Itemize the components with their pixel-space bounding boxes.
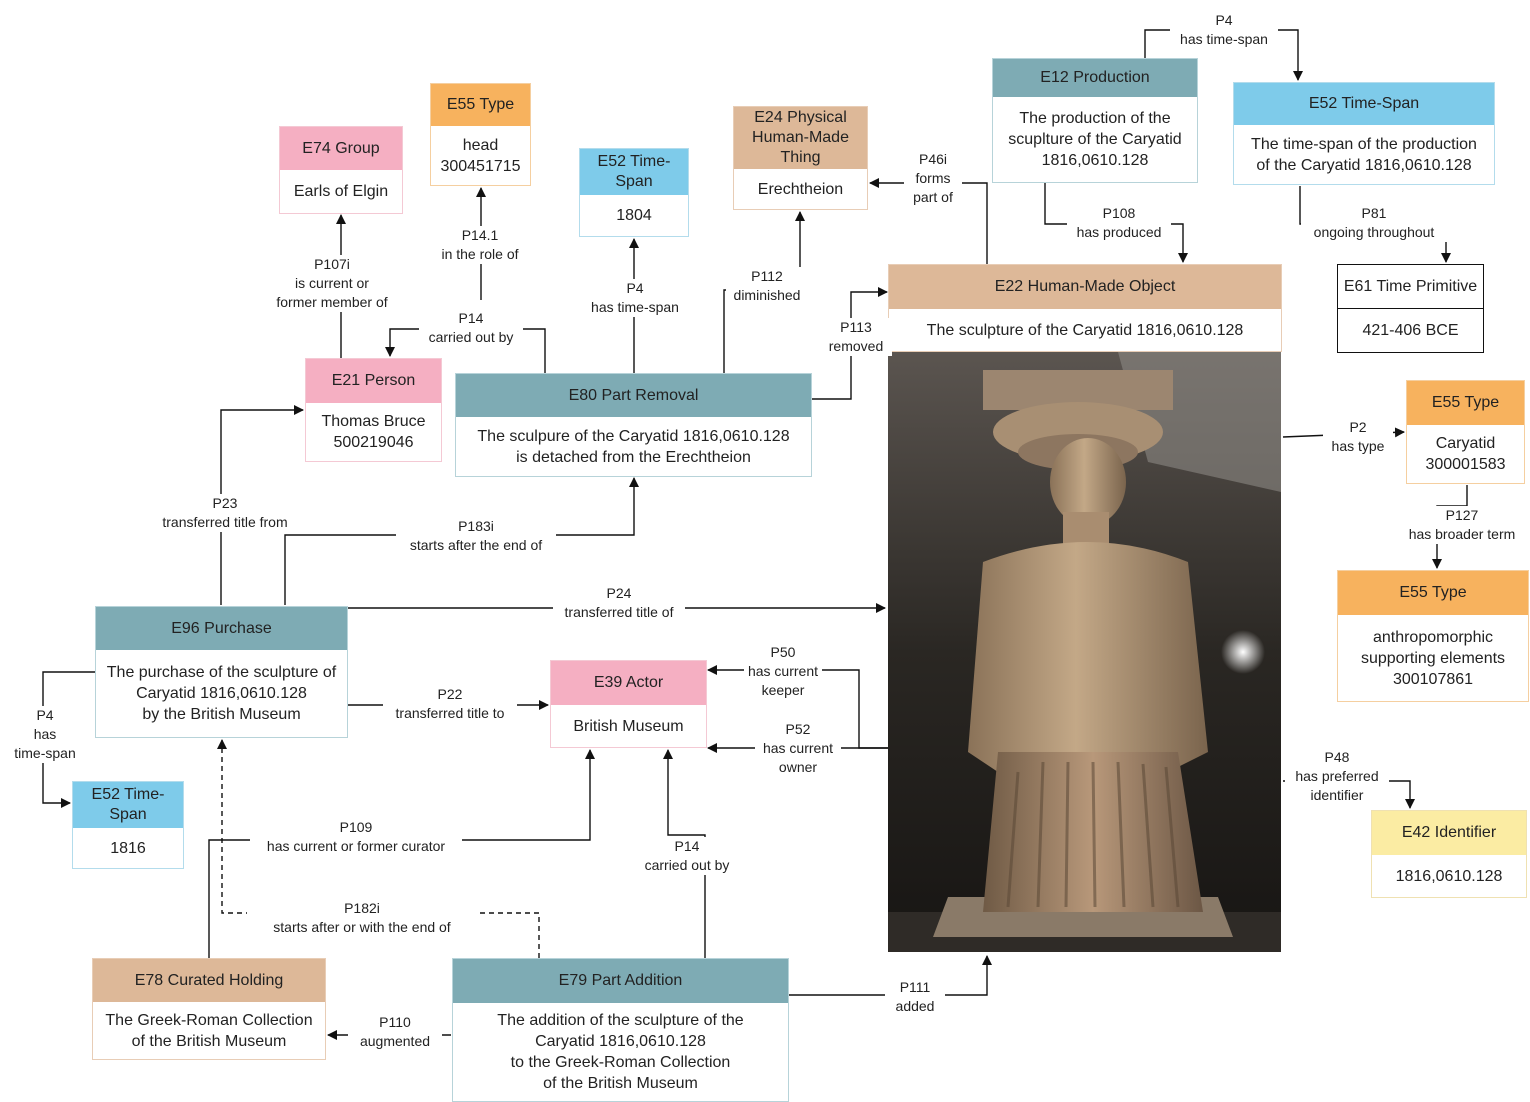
node-e52-time-span-1816: E52 Time- Span 1816 bbox=[72, 781, 184, 869]
node-type: E52 Time- Span bbox=[580, 149, 688, 195]
node-e52-time-span-1804: E52 Time- Span 1804 bbox=[579, 148, 689, 237]
edge-label-p110: P110 augmented bbox=[348, 1013, 442, 1051]
edge-label-p4-production: P4 has time-span bbox=[1170, 11, 1278, 49]
node-type: E55 Type bbox=[431, 84, 530, 126]
node-text: Earls of Elgin bbox=[293, 183, 389, 200]
edge-label-p113: P113 removed bbox=[820, 318, 892, 356]
node-e21-person: E21 Person Thomas Bruce 500219046 bbox=[305, 358, 442, 462]
node-text: head 300451715 bbox=[440, 136, 521, 175]
node-type: E12 Production bbox=[993, 59, 1197, 97]
edge-label-p127: P127 has broader term bbox=[1392, 506, 1530, 544]
node-type: E79 Part Addition bbox=[453, 959, 788, 1003]
node-type: E61 Time Primitive bbox=[1338, 265, 1483, 309]
node-text: 1804 bbox=[616, 207, 652, 224]
node-e12-production: E12 Production The production of the scu… bbox=[992, 58, 1198, 183]
node-type: E55 Type bbox=[1407, 381, 1524, 425]
edge-label-p22: P22 transferred title to bbox=[383, 685, 517, 723]
edge-label-p107i: P107i is current or former member of bbox=[258, 255, 406, 312]
node-type: E74 Group bbox=[280, 127, 402, 170]
edge-label-p2: P2 has type bbox=[1323, 418, 1393, 456]
edge-label-p23: P23 transferred title from bbox=[148, 494, 302, 532]
edge-label-p4-removal: P4 has time-span bbox=[581, 279, 689, 317]
node-text: 1816,0610.128 bbox=[1395, 867, 1503, 885]
node-text: The Greek-Roman Collection of the Britis… bbox=[105, 1011, 313, 1050]
edge-label-p109: P109 has current or former curator bbox=[250, 818, 462, 856]
node-type: E22 Human-Made Object bbox=[889, 265, 1281, 309]
edge-label-p14-1: P14.1 in the role of bbox=[432, 226, 528, 264]
edge-label-p46i: P46i forms part of bbox=[904, 150, 962, 207]
node-text: The addition of the sculpture of the Car… bbox=[497, 1012, 744, 1092]
node-e42-identifier: E42 Identifier 1816,0610.128 bbox=[1371, 810, 1527, 898]
node-type: E52 Time- Span bbox=[73, 782, 183, 828]
node-type: E42 Identifier bbox=[1372, 811, 1526, 855]
node-text: The time-span of the production of the C… bbox=[1251, 135, 1477, 174]
node-e61-time-primitive: E61 Time Primitive 421-406 BCE bbox=[1337, 264, 1484, 353]
edge-label-p81: P81 ongoing throughout bbox=[1301, 204, 1447, 242]
node-e78-curated-holding: E78 Curated Holding The Greek-Roman Coll… bbox=[92, 958, 326, 1060]
node-text: Caryatid 300001583 bbox=[1425, 435, 1506, 473]
node-e74-group: E74 Group Earls of Elgin bbox=[279, 126, 403, 214]
node-e80-part-removal: E80 Part Removal The sculpure of the Car… bbox=[455, 373, 812, 477]
node-text: 421-406 BCE bbox=[1362, 322, 1459, 339]
edge-p23 bbox=[220, 405, 304, 605]
node-text: The sculpure of the Caryatid 1816,0610.1… bbox=[477, 427, 790, 466]
node-text: The production of the scuplture of the C… bbox=[1008, 110, 1182, 169]
node-e96-purchase: E96 Purchase The purchase of the sculptu… bbox=[95, 606, 348, 738]
edge-label-p14-addition: P14 carried out by bbox=[634, 837, 740, 875]
caryatid-photo bbox=[888, 352, 1281, 952]
node-type: E39 Actor bbox=[551, 661, 706, 705]
node-type: E21 Person bbox=[306, 359, 441, 403]
node-type: E24 Physical Human-Made Thing bbox=[734, 107, 867, 169]
edge-p14-addition bbox=[663, 749, 706, 958]
edge-label-p52: P52 has current owner bbox=[755, 720, 841, 777]
node-e55-type-head: E55 Type head 300451715 bbox=[430, 83, 531, 186]
edge-label-p112: P112 diminished bbox=[726, 267, 808, 305]
node-e24-physical-thing: E24 Physical Human-Made Thing Erechtheio… bbox=[733, 106, 868, 210]
node-text: British Museum bbox=[573, 717, 684, 735]
node-type: E96 Purchase bbox=[96, 607, 347, 650]
edge-label-p182i: P182i starts after or with the end of bbox=[247, 899, 477, 937]
node-text: 1816 bbox=[110, 839, 146, 857]
edge-label-p24: P24 transferred title of bbox=[553, 584, 685, 622]
edge-label-p14-removal: P14 carried out by bbox=[419, 309, 523, 347]
node-type: E80 Part Removal bbox=[456, 374, 811, 417]
node-text: Thomas Bruce 500219046 bbox=[321, 413, 426, 451]
node-type: E52 Time-Span bbox=[1234, 83, 1494, 125]
node-text: The purchase of the sculpture of Caryati… bbox=[106, 664, 337, 723]
node-e39-actor: E39 Actor British Museum bbox=[550, 660, 707, 748]
edge-label-p50: P50 has current keeper bbox=[744, 643, 822, 700]
edge-label-p183i: P183i starts after the end of bbox=[396, 517, 556, 555]
node-type: E55 Type bbox=[1338, 571, 1528, 615]
node-e55-type-caryatid: E55 Type Caryatid 300001583 bbox=[1406, 380, 1525, 484]
node-e79-part-addition: E79 Part Addition The addition of the sc… bbox=[452, 958, 789, 1102]
node-text: anthropomorphic supporting elements 3001… bbox=[1360, 628, 1506, 688]
edge-label-p4-purchase: P4 has time-span bbox=[6, 706, 84, 763]
node-e52-time-span-production: E52 Time-Span The time-span of the produ… bbox=[1233, 82, 1495, 185]
edge-label-p48: P48 has preferred identifier bbox=[1285, 748, 1389, 805]
node-e55-type-anthropomorphic: E55 Type anthropomorphic supporting elem… bbox=[1337, 570, 1529, 702]
edge-label-p111: P111 added bbox=[885, 978, 945, 1016]
edge-p111 bbox=[789, 955, 992, 996]
edge-label-p108: P108 has produced bbox=[1067, 204, 1171, 242]
node-type: E78 Curated Holding bbox=[93, 959, 325, 1002]
node-text: Erechtheion bbox=[757, 180, 844, 198]
node-e22-human-made-object: E22 Human-Made Object The sculpture of t… bbox=[888, 264, 1282, 352]
node-text: The sculpture of the Caryatid 1816,0610.… bbox=[926, 321, 1244, 339]
